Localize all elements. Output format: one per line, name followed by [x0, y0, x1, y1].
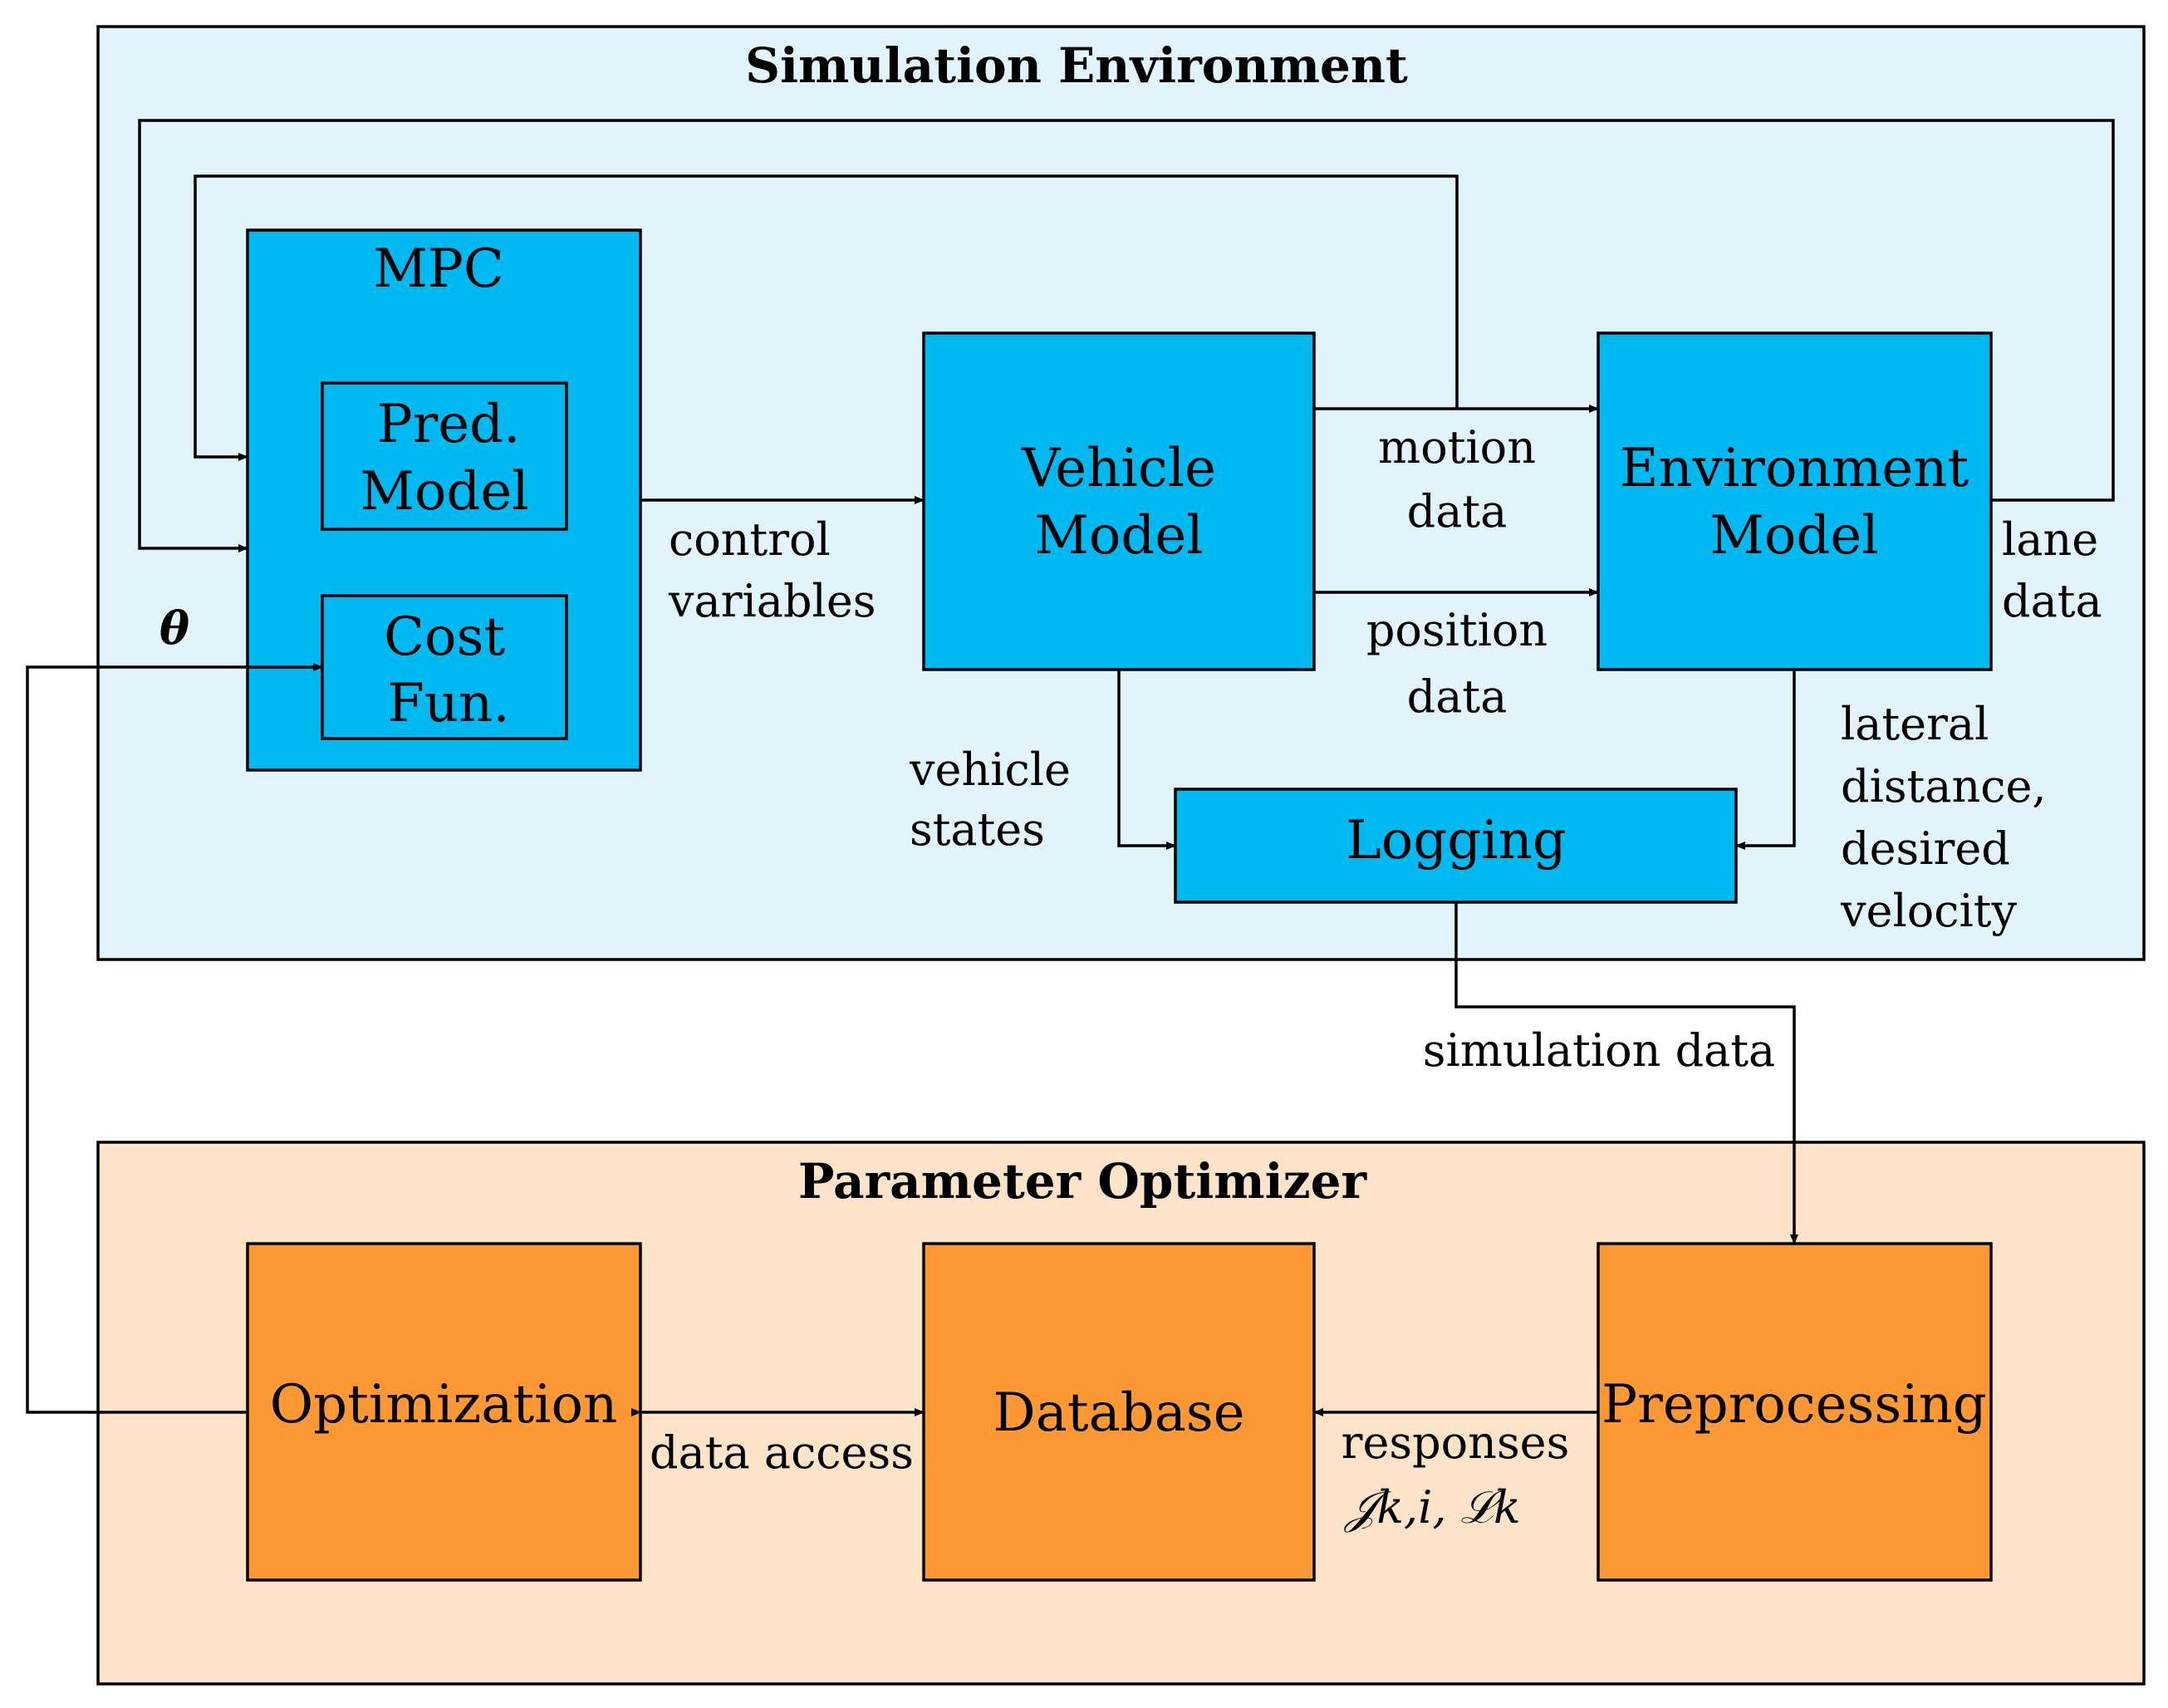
lane-data-feedback-line — [138, 119, 2115, 552]
lateral-label-line1: lateral — [1841, 698, 1989, 750]
vehicle-model-label-line2: Model — [1034, 505, 1203, 567]
optimization-label: Optimization — [270, 1374, 618, 1436]
lane-data-label-line2: data — [2002, 575, 2102, 627]
data-access-label: data access — [650, 1426, 914, 1479]
simulation-environment-title: Simulation Environment — [745, 37, 1408, 94]
environment-model-label-line1: Environment — [1620, 438, 1969, 499]
pred-model-label-line1: Pred. — [377, 394, 521, 455]
logging-block — [1174, 788, 1738, 904]
simulation-data-label: simulation data — [1423, 1024, 1776, 1077]
position-data-label-line1: position — [1366, 604, 1548, 656]
mpc-label: MPC — [373, 238, 504, 300]
position-data-label-line2: data — [1407, 670, 1508, 723]
vehicle-states-label-line2: states — [910, 803, 1045, 856]
responses-label: responses — [1342, 1416, 1570, 1469]
simulation-data-arrow — [1454, 902, 1798, 1244]
lateral-label-line4: velocity — [1840, 885, 2017, 937]
logging-label: Logging — [1346, 810, 1567, 871]
motion-data-label-line1: motion — [1378, 421, 1536, 474]
lateral-label-line3: desired — [1841, 822, 2010, 875]
cost-fun-block — [321, 594, 568, 740]
vehicle-model-label-line1: Vehicle — [1021, 438, 1216, 499]
parameter-optimizer-title: Parameter Optimizer — [798, 1153, 1368, 1210]
preprocessing-label: Preprocessing — [1601, 1374, 1987, 1436]
cost-fun-label-line1: Cost — [384, 606, 505, 668]
lateral-distance-arrow — [1735, 670, 1796, 850]
cost-fun-label-line2: Fun. — [387, 673, 509, 734]
vehicle-states-arrow — [1117, 670, 1176, 850]
theta-label: θ — [159, 601, 189, 655]
optimization-block — [246, 1242, 642, 1582]
database-block — [922, 1242, 1316, 1582]
environment-model-label-line2: Model — [1709, 505, 1878, 567]
database-label: Database — [993, 1382, 1244, 1444]
vehicle-model-block — [922, 331, 1316, 671]
pred-model-label-line2: Model — [360, 461, 528, 523]
motion-data-feedback-line — [194, 174, 1459, 461]
lateral-label-line2: distance, — [1841, 760, 2047, 812]
motion-data-label-line2: data — [1407, 485, 1508, 537]
environment-model-block — [1597, 331, 1993, 671]
control-variables-label-line2: variables — [668, 575, 876, 627]
responses-math-label: 𝒥k,i, ℒk — [1343, 1481, 1521, 1534]
theta-arrow — [26, 663, 323, 1414]
pred-model-block — [321, 381, 568, 531]
vehicle-states-label-line1: vehicle — [909, 744, 1071, 796]
control-variables-label-line1: control — [669, 513, 831, 566]
lane-data-label-line1: lane — [2002, 513, 2098, 566]
